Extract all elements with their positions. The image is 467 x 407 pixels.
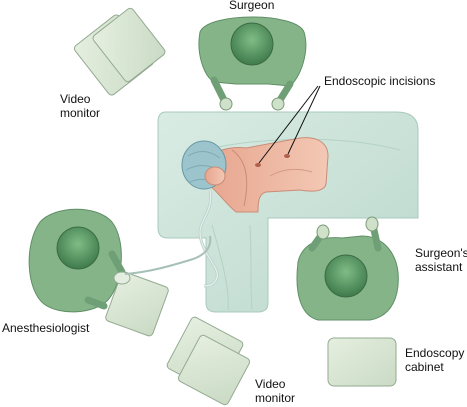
- surgeon-figure: [198, 16, 307, 111]
- incision-leader-1: [258, 85, 319, 164]
- incision-mark-1: [255, 163, 261, 167]
- surgeons-assistant-label: Surgeon's assistant: [415, 246, 467, 274]
- video-monitor-top-label: Video monitor: [60, 92, 101, 120]
- surgeon-cap: [230, 22, 274, 66]
- endoscopy-cabinet: [327, 337, 397, 387]
- endoscopic-incisions-label: Endoscopic incisions: [324, 74, 436, 88]
- anesthesiologist-figure: [28, 208, 212, 337]
- patient-head: [181, 140, 227, 190]
- video-monitor-top: [73, 7, 166, 96]
- anesthesia-monitor: [105, 271, 169, 337]
- assistant-cap: [324, 254, 368, 298]
- video-monitor-bottom: [166, 316, 251, 406]
- video-monitor-bottom-label: Video monitor: [255, 377, 296, 405]
- anesthesiologist-cap: [56, 226, 100, 270]
- incision-leader-2: [287, 85, 321, 155]
- endoscopy-cabinet-label: Endoscopy cabinet: [405, 346, 465, 374]
- incision-mark-2: [284, 154, 290, 158]
- surgeon-label: Surgeon: [229, 0, 275, 12]
- anesthesiologist-label: Anesthesiologist: [2, 321, 90, 335]
- patient: [181, 137, 329, 288]
- surgeons-assistant-figure: [296, 216, 399, 321]
